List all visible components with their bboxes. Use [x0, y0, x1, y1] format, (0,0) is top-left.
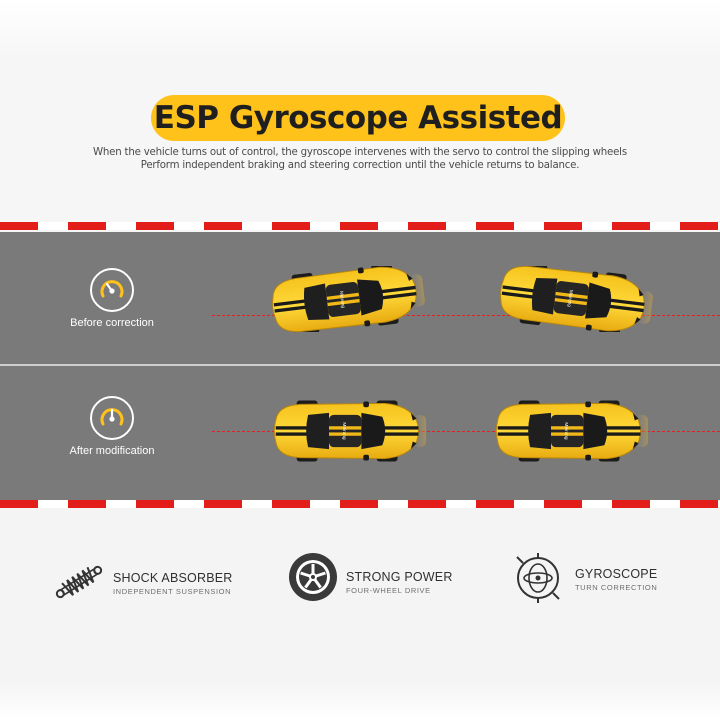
feature-subtitle-power: FOUR-WHEEL DRIVE	[346, 586, 431, 595]
feature-subtitle-gyroscope: TURN CORRECTION	[575, 583, 658, 592]
curb-stripe-bottom	[0, 500, 720, 508]
car-brand-label: Meirong	[341, 422, 347, 440]
lane-label-before: Before correction	[70, 317, 154, 329]
tachometer-icon	[90, 396, 134, 440]
lane-label-after: After modification	[69, 445, 155, 457]
car-before-2: Meirong	[496, 266, 654, 332]
car-brand-label: Meirong	[338, 291, 346, 309]
page-title: ESP Gyroscope Assisted	[153, 100, 563, 136]
feature-title-gyroscope: GYROSCOPE	[575, 567, 658, 581]
shock-absorber-icon	[52, 560, 106, 609]
guide-line-before	[212, 315, 720, 316]
tire-icon	[287, 551, 339, 608]
car-brand-label: Meirong	[563, 422, 569, 440]
title-pill: ESP Gyroscope Assisted	[151, 95, 565, 141]
car-brand-label: Meirong	[566, 289, 574, 307]
tachometer-icon	[90, 268, 134, 312]
car-after-1: Meirong	[273, 400, 427, 462]
car-before-1: Meirong	[268, 266, 426, 332]
guide-line-after	[212, 431, 720, 432]
subtitle-line-2: Perform independent braking and steering…	[140, 160, 580, 171]
subtitle-line-1: When the vehicle turns out of control, t…	[93, 147, 627, 158]
curb-stripe-top	[0, 222, 720, 230]
car-after-2: Meirong	[495, 400, 649, 462]
feature-title-power: STRONG POWER	[346, 570, 453, 584]
lane-divider	[0, 364, 720, 366]
gyroscope-icon	[511, 551, 565, 610]
feature-subtitle-shock: INDEPENDENT SUSPENSION	[113, 587, 232, 596]
feature-title-shock: SHOCK ABSORBER	[113, 571, 233, 585]
